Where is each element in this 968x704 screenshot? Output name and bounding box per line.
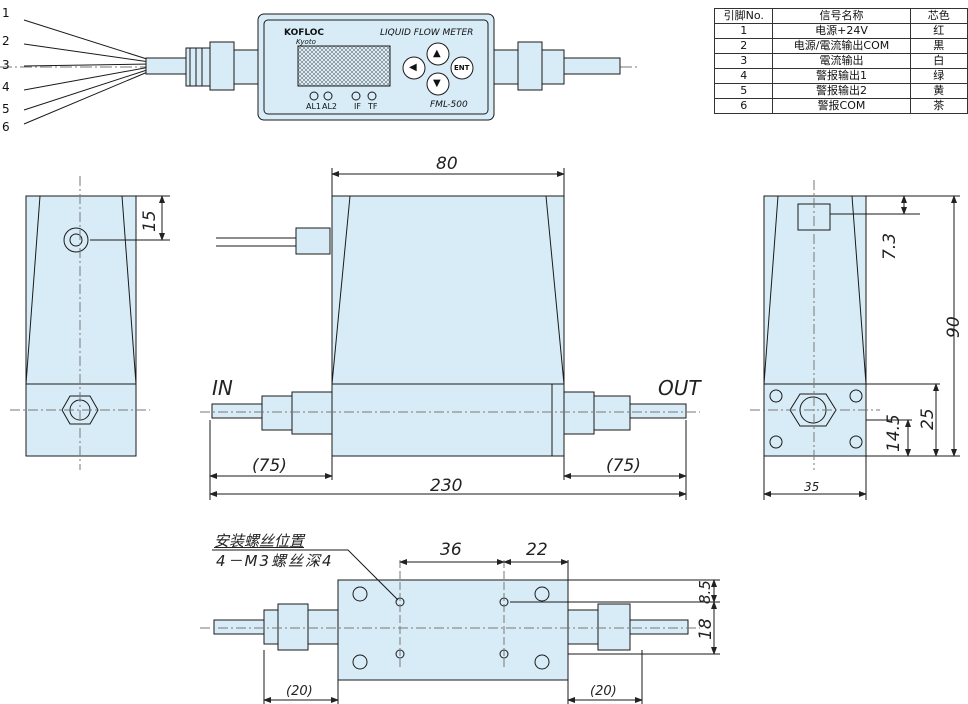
dim-right-35: 35 <box>804 480 820 494</box>
led-if-label: IF <box>354 102 361 111</box>
dim-bottom-20-right: (20) <box>590 684 617 699</box>
cell: 白 <box>909 53 968 69</box>
pin-label-3: 3 <box>2 58 10 72</box>
mount-spec: 4－M3螺丝深4 <box>216 552 334 570</box>
mount-title: 安装螺丝位置 <box>214 532 305 550</box>
cell: 警报输出1 <box>772 68 911 84</box>
cell: 警报COM <box>772 98 911 114</box>
left-side-view <box>10 176 170 470</box>
cell: 5 <box>713 83 774 99</box>
pin-label-2: 2 <box>2 34 10 48</box>
cell: 黒 <box>909 38 968 54</box>
cell: 4 <box>713 68 774 84</box>
dim-front-80: 80 <box>436 154 458 174</box>
device-model: FML-500 <box>430 100 468 110</box>
led-tf-label: TF <box>368 102 378 111</box>
right-side-view <box>750 180 960 500</box>
cell: 茶 <box>909 98 968 114</box>
top-device <box>0 13 640 125</box>
header-color: 芯色 <box>909 8 968 24</box>
header-signal: 信号名称 <box>772 8 911 24</box>
pin-label-6: 6 <box>2 120 10 134</box>
brand-logo: KOFLOC <box>284 28 325 38</box>
out-label: OUT <box>658 376 701 400</box>
dim-left-15: 15 <box>140 210 160 232</box>
up-button-icon: ▲ <box>433 48 441 59</box>
dim-bottom-18: 18 <box>696 618 716 640</box>
cell: 1 <box>713 23 774 39</box>
dim-front-75-left: (75) <box>252 456 287 476</box>
pin-label-5: 5 <box>2 102 10 116</box>
bottom-view <box>200 549 720 704</box>
header-pin-no: 引脚No. <box>713 8 774 24</box>
cell: 電流输出 <box>772 53 911 69</box>
dim-bottom-22: 22 <box>526 540 548 560</box>
cell: 6 <box>713 98 774 114</box>
dim-bottom-8-5: 8.5 <box>696 580 714 604</box>
left-button-icon: ◀ <box>409 62 417 73</box>
cell: 警报输出2 <box>772 83 911 99</box>
in-label: IN <box>212 376 233 400</box>
down-button-icon: ▼ <box>433 78 441 89</box>
cell: 黄 <box>909 83 968 99</box>
dim-right-90: 90 <box>944 316 964 338</box>
dim-right-25: 25 <box>918 408 938 430</box>
front-view <box>200 168 700 500</box>
cell: 绿 <box>909 68 968 84</box>
pin-table-header: 引脚No. 信号名称 芯色 <box>713 8 968 24</box>
pin-label-4: 4 <box>2 80 10 94</box>
device-title: LIQUID FLOW METER <box>380 28 474 38</box>
dim-bottom-36: 36 <box>440 540 462 560</box>
cell: 3 <box>713 53 774 69</box>
cell: 2 <box>713 38 774 54</box>
cell: 电源+24V <box>772 23 911 39</box>
cell: 电源/電流输出COM <box>772 38 911 54</box>
dim-right-7-3: 7.3 <box>880 232 900 260</box>
enter-button-label: ENT <box>454 64 470 72</box>
dim-front-75-right: (75) <box>606 456 641 476</box>
pin-label-1: 1 <box>2 6 10 20</box>
dim-right-14-5: 14.5 <box>884 414 904 452</box>
dim-front-230: 230 <box>430 476 463 496</box>
cell: 红 <box>909 23 968 39</box>
brand-sub: Kyoto <box>296 38 316 46</box>
dim-bottom-20-left: (20) <box>286 684 313 699</box>
led-al2-label: AL2 <box>322 102 338 111</box>
led-al1-label: AL1 <box>306 102 322 111</box>
